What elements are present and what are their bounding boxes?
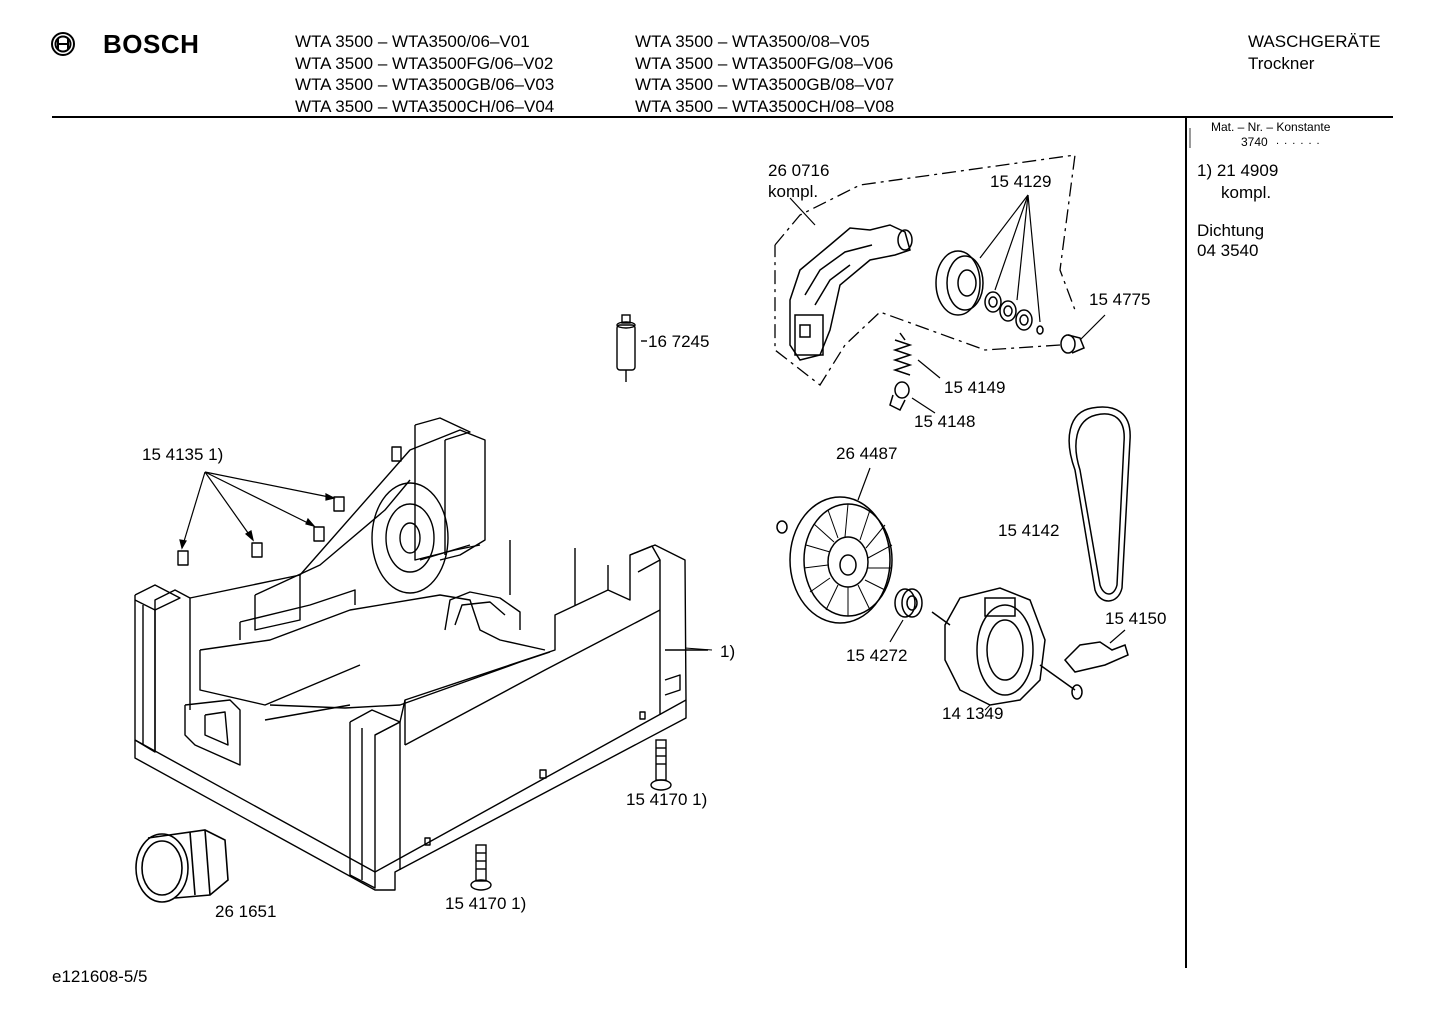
model-line: WTA 3500 – WTA3500CH/08–V08 [635, 96, 895, 116]
note-reference: 1) 21 4909 [1197, 161, 1279, 180]
mat-nr-dots: . . . . . . [1276, 135, 1321, 147]
tensioner-dashed-outline [774, 154, 1076, 386]
model-line: WTA 3500 – WTA3500FG/06–V02 [295, 53, 554, 73]
leader-15-4129 [979, 194, 1041, 323]
part-label-26-0716-kompl: kompl. [768, 182, 819, 201]
subcategory-title: Trockner [1248, 53, 1315, 73]
motor-drawing [931, 587, 1083, 711]
part-label-14-1349: 14 1349 [942, 704, 1004, 723]
base-frame-drawing [134, 417, 708, 891]
mat-nr-value: 3740 [1241, 135, 1268, 149]
part-label-15-4170-a: 15 4170 1) [626, 790, 708, 809]
category-block: WASCHGERÄTE Trockner [1248, 31, 1381, 74]
part-label-26-0716: 26 0716 [768, 161, 830, 180]
mat-nr-label: Mat. – Nr. – Konstante [1211, 120, 1331, 134]
bosch-logo-icon [51, 32, 75, 56]
tensioner-arm-drawing [789, 224, 913, 361]
note-kompl: kompl. [1221, 183, 1272, 202]
part-label-16-7245: 16 7245 [648, 332, 710, 351]
model-list-left: WTA 3500 – WTA3500/06–V01 WTA 3500 – WTA… [295, 31, 554, 117]
category-title: WASCHGERÄTE [1248, 32, 1381, 51]
model-line: WTA 3500 – WTA3500GB/08–V07 [635, 75, 895, 94]
part-label-15-4142: 15 4142 [998, 521, 1060, 540]
drive-belt-drawing [1068, 406, 1131, 602]
brand-name: BOSCH [103, 29, 200, 59]
motor-bracket-drawing [1063, 629, 1129, 673]
leader-26-0716 [789, 197, 816, 226]
pulley-drawing [935, 250, 1044, 335]
model-line: WTA 3500 – WTA3500/08–V05 [635, 32, 870, 51]
duct-adapter-drawing [135, 829, 229, 903]
seal-label: Dichtung [1197, 221, 1265, 240]
part-label-15-4149: 15 4149 [944, 378, 1006, 397]
part-label-15-4129: 15 4129 [990, 172, 1052, 191]
model-line: WTA 3500 – WTA3500/06–V01 [295, 32, 530, 51]
plug-drawing [1060, 314, 1106, 354]
fan-impeller-drawing [776, 467, 893, 624]
part-label-15-4150: 15 4150 [1105, 609, 1167, 628]
part-label-15-4775: 15 4775 [1089, 290, 1151, 309]
model-line: WTA 3500 – WTA3500GB/06–V03 [295, 75, 555, 94]
document-id: e121608-5/5 [52, 967, 148, 986]
model-line: WTA 3500 – WTA3500FG/08–V06 [635, 53, 894, 73]
part-label-15-4170-b: 15 4170 1) [445, 894, 527, 913]
foot-screw-drawing [470, 739, 672, 891]
model-list-right: WTA 3500 – WTA3500/08–V05 WTA 3500 – WTA… [635, 31, 894, 117]
part-label-26-4487: 26 4487 [836, 444, 898, 463]
part-label-15-4272: 15 4272 [846, 646, 908, 665]
part-label-ref-1: 1) [720, 642, 736, 661]
part-label-15-4135: 15 4135 1) [142, 445, 224, 464]
capacitor-drawing [616, 314, 647, 382]
part-label-26-1651: 26 1651 [215, 902, 277, 921]
part-label-15-4148: 15 4148 [914, 412, 976, 431]
seal-number: 04 3540 [1197, 241, 1259, 260]
model-line: WTA 3500 – WTA3500CH/06–V04 [295, 96, 555, 116]
leader-15-4135 [179, 471, 336, 550]
spring-drawing [892, 332, 941, 379]
bushing-drawing [889, 588, 923, 643]
clip-15-4148-drawing [889, 381, 936, 414]
